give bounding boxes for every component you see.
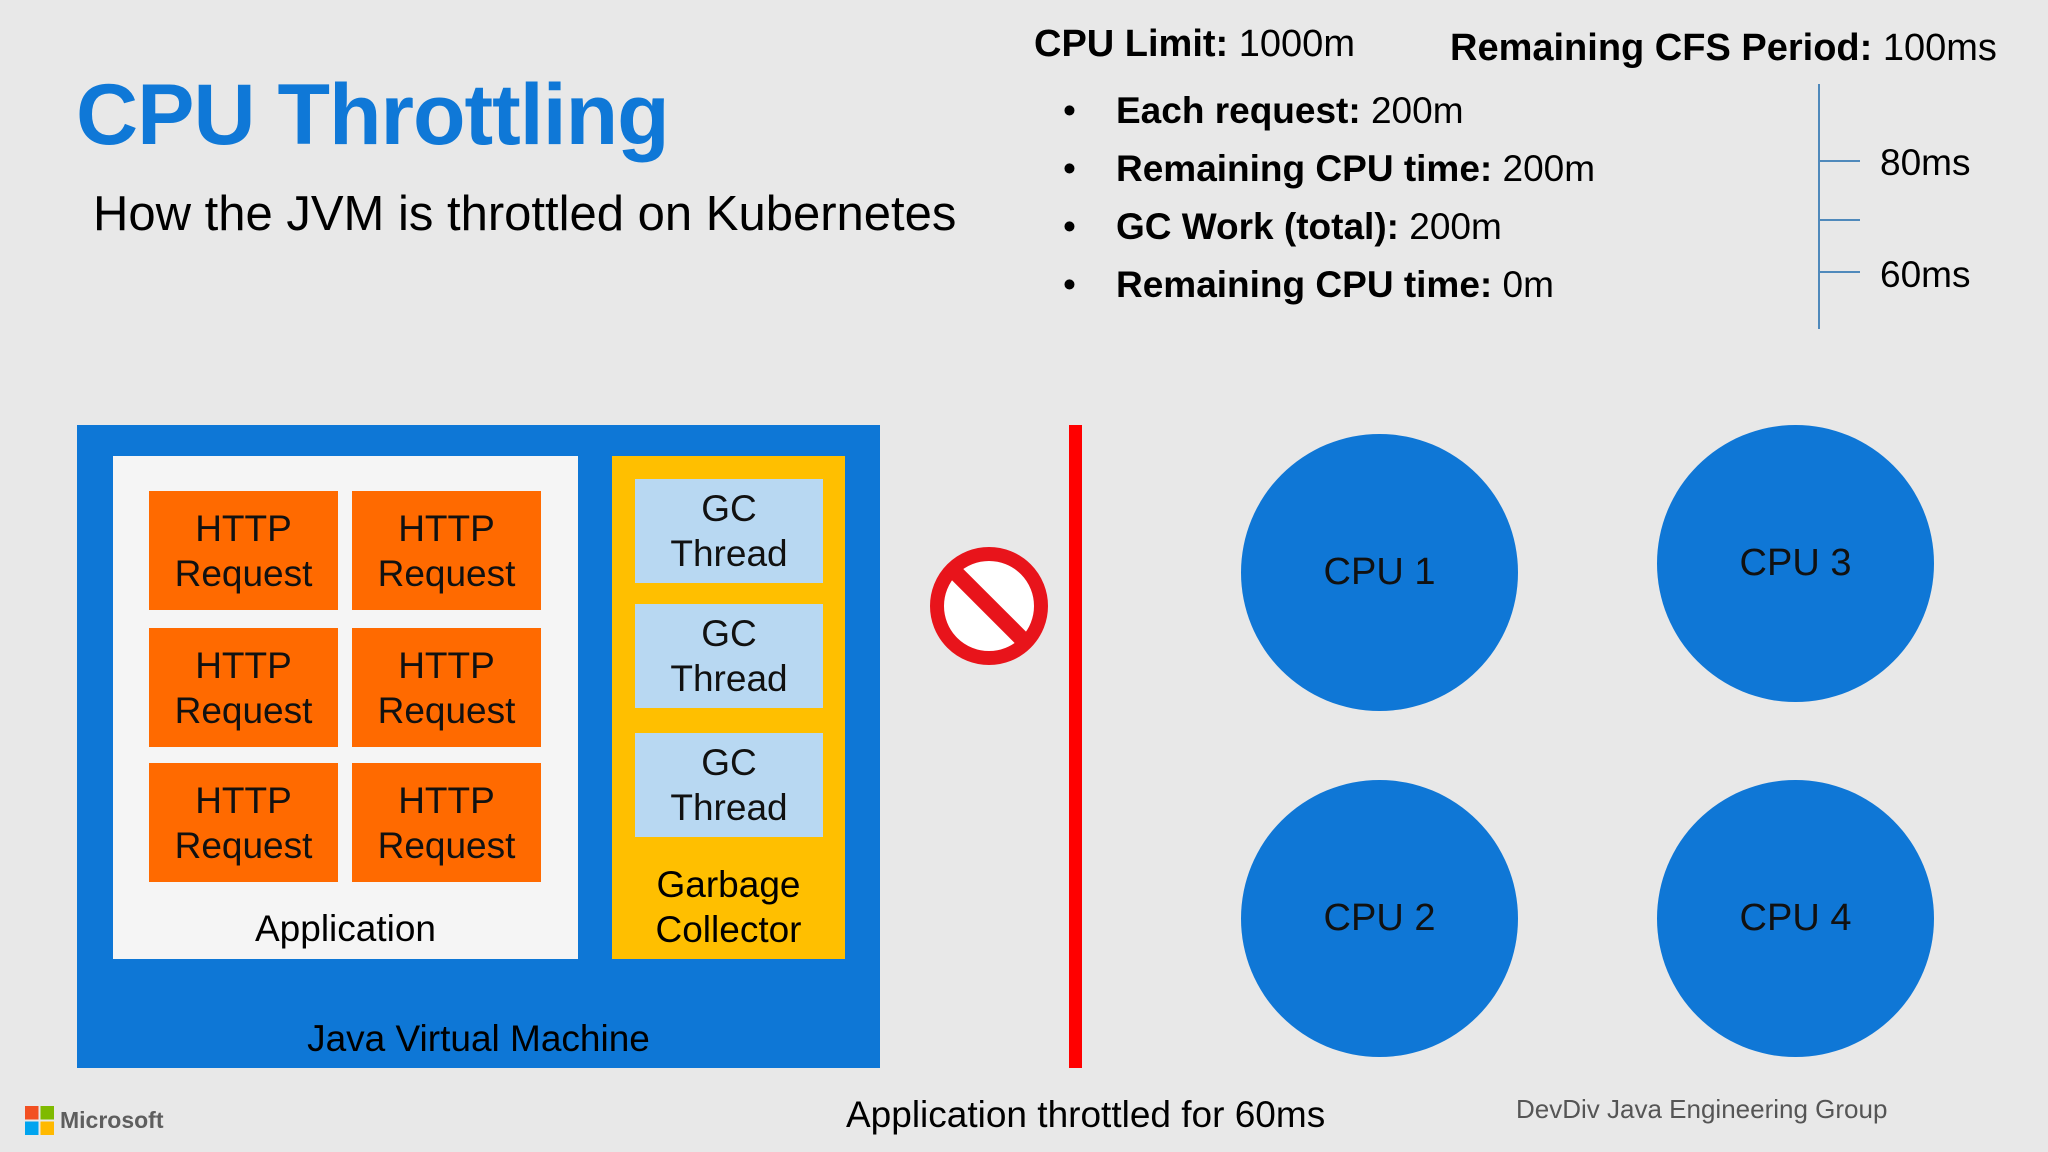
cpu-4-circle: CPU 4 (1657, 780, 1934, 1057)
bullet-icon: • (1063, 264, 1076, 305)
timeline-tick (1820, 271, 1860, 273)
cpu-limit-value: 1000m (1238, 23, 1355, 65)
garbage-collector-label: Garbage Collector (612, 862, 845, 952)
http-request-block: HTTP Request (149, 763, 338, 882)
jvm-label: Java Virtual Machine (307, 1018, 650, 1059)
group-credit: DevDiv Java Engineering Group (1516, 1094, 1888, 1124)
http-request-line2: Request (174, 552, 313, 594)
cpu-3-circle: CPU 3 (1657, 425, 1934, 702)
budget-value: 0m (1502, 264, 1554, 305)
gc-label-line2: Collector (655, 909, 802, 950)
http-request-line2: Request (377, 689, 516, 731)
gc-thread-line1: GC (701, 742, 757, 783)
bullet-icon: • (1063, 148, 1076, 189)
http-request-block: HTTP Request (149, 628, 338, 747)
timeline-label-80ms: 80ms (1880, 142, 1971, 183)
http-request-block: HTTP Request (352, 491, 541, 610)
slide-title: CPU Throttling (76, 67, 670, 163)
timeline-label-60ms: 60ms (1880, 254, 1971, 295)
cfs-period: Remaining CFS Period: 100ms (1450, 29, 1997, 67)
microsoft-wordmark: Microsoft (60, 1107, 164, 1133)
cpu-limit-label: CPU Limit: (1034, 23, 1229, 65)
gc-thread-line1: GC (701, 488, 757, 529)
cpu-1-circle: CPU 1 (1241, 434, 1518, 711)
gc-thread-line1: GC (701, 613, 757, 654)
http-request-line2: Request (377, 552, 516, 594)
bullet-icon: • (1063, 90, 1076, 131)
timeline-tick (1820, 219, 1860, 221)
budget-label: Remaining CPU time: (1116, 148, 1493, 189)
timeline-axis (1818, 84, 1820, 329)
bullet-icon: • (1063, 206, 1076, 247)
cpu-limit: CPU Limit: 1000m (1034, 25, 1355, 63)
budget-value: 200m (1409, 206, 1502, 247)
http-request-line2: Request (174, 824, 313, 866)
http-request-line2: Request (174, 689, 313, 731)
http-request-line1: HTTP (195, 779, 292, 821)
gc-thread-line2: Thread (670, 787, 788, 828)
http-request-line2: Request (377, 824, 516, 866)
gc-thread-block: GC Thread (635, 604, 823, 708)
prohibited-icon (930, 547, 1048, 665)
slide-subtitle: How the JVM is throttled on Kubernetes (93, 187, 957, 241)
http-request-block: HTTP Request (149, 491, 338, 610)
gc-thread-block: GC Thread (635, 733, 823, 837)
http-request-block: HTTP Request (352, 628, 541, 747)
http-request-line1: HTTP (398, 779, 495, 821)
budget-label: GC Work (total): (1116, 206, 1399, 247)
http-request-block: HTTP Request (352, 763, 541, 882)
application-label: Application (254, 908, 436, 949)
gc-label-line1: Garbage (656, 864, 801, 905)
http-request-line1: HTTP (398, 507, 495, 549)
microsoft-logo-icon (25, 1106, 54, 1135)
budget-value: 200m (1370, 90, 1464, 131)
gc-thread-line2: Thread (670, 533, 788, 574)
http-request-line1: HTTP (398, 644, 495, 686)
cfs-period-value: 100ms (1882, 27, 1997, 69)
gc-thread-line2: Thread (670, 658, 788, 699)
http-request-line1: HTTP (195, 644, 292, 686)
timeline-tick (1820, 160, 1860, 162)
throttle-barrier (1069, 425, 1082, 1068)
cfs-period-label: Remaining CFS Period: (1450, 27, 1873, 69)
cpu-2-circle: CPU 2 (1241, 780, 1518, 1057)
throttle-caption: Application throttled for 60ms (846, 1094, 1326, 1135)
budget-label: Remaining CPU time: (1116, 264, 1493, 305)
gc-thread-block: GC Thread (635, 479, 823, 583)
http-request-line1: HTTP (195, 507, 292, 549)
budget-label: Each request: (1116, 90, 1361, 131)
budget-value: 200m (1502, 148, 1596, 189)
